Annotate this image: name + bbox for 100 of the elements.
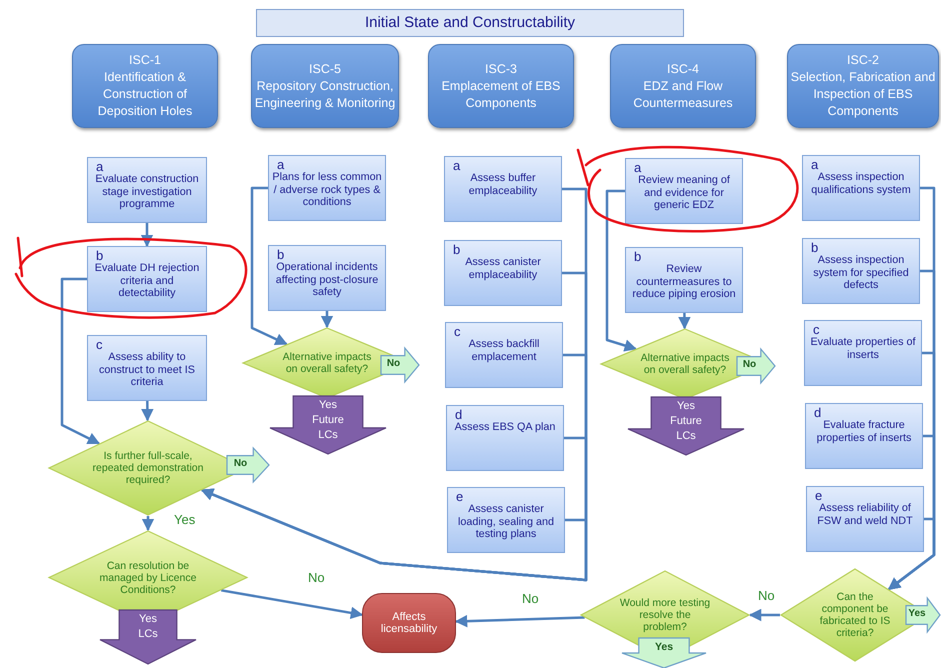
decision-text: Alternative impacts on overall safety?	[282, 351, 372, 375]
arrow-label: Yes Future LCs	[311, 398, 345, 443]
arrow	[678, 312, 691, 330]
arrow	[140, 223, 154, 248]
box-text: Assess EBS QA plan	[454, 421, 556, 434]
arrow	[142, 516, 154, 532]
decision-text: Is further full-scale, repeated demonstration required?	[92, 450, 204, 486]
header-text: ISC-2	[847, 52, 879, 69]
step-letter: d	[814, 405, 822, 420]
header-text: ISC-1	[129, 52, 161, 69]
process-box	[444, 240, 562, 306]
process-box	[268, 245, 386, 311]
step-letter: b	[811, 240, 818, 255]
step-letter: a	[277, 157, 284, 172]
arrow	[141, 400, 154, 422]
header-text: Repository Construction, Engineering & Monitoring	[254, 78, 396, 112]
outcome-tag	[628, 397, 744, 455]
box-text: Evaluate construction stage investigation programme	[94, 173, 200, 210]
process-box	[87, 335, 207, 401]
step-letter: b	[634, 249, 642, 264]
box-text: Assess backfill emplacement	[468, 338, 540, 363]
header-box	[428, 44, 574, 128]
box-text: Review countermeasures to reduce piping erosion	[631, 263, 737, 300]
arrow-label: No	[386, 358, 402, 369]
terminal-box	[362, 593, 456, 653]
process-box	[268, 155, 386, 221]
arrow	[606, 190, 637, 352]
box-text: Assess canister emplaceability	[464, 256, 542, 281]
arrow	[454, 614, 585, 628]
header-text: Emplacement of EBS Components	[440, 78, 562, 112]
box-text: Operational incidents affecting post-closure safety	[274, 261, 380, 298]
arrow-label: Yes	[654, 640, 674, 655]
process-box	[625, 247, 743, 313]
process-box	[87, 157, 207, 223]
box-text: Assess buffer emplaceability	[468, 172, 538, 197]
header-box	[251, 44, 399, 128]
step-letter: c	[813, 322, 820, 337]
step-letter: a	[811, 157, 818, 172]
box-text: Evaluate properties of inserts	[809, 336, 917, 361]
header-text: EDZ and Flow Countermeasures	[632, 78, 734, 112]
process-box	[802, 155, 920, 221]
step-letter: d	[455, 407, 462, 422]
arrow	[888, 518, 936, 590]
header-text: Identification & Construction of Deposition Holes	[96, 69, 194, 120]
step-letter: c	[96, 337, 102, 352]
arrow	[748, 608, 780, 622]
process-box	[802, 238, 920, 304]
process-box	[806, 486, 924, 552]
edge-label: No	[306, 570, 327, 585]
arrow-label: Yes	[907, 608, 927, 619]
arrow-label: No	[742, 359, 758, 370]
edge-label: No	[520, 591, 541, 606]
box-text: Assess ability to construct to meet IS criteria	[98, 351, 196, 388]
arrow-label: Yes LCs	[137, 612, 159, 642]
box-text: Assess reliability of FSW and weld NDT	[816, 502, 914, 527]
process-box	[444, 156, 562, 222]
step-letter: c	[454, 324, 460, 339]
arrow-label: Yes Future LCs	[669, 399, 703, 444]
outcome-tag	[100, 610, 196, 664]
outcome-tag	[226, 447, 270, 483]
box-text: Assess canister loading, sealing and testing plans	[456, 503, 556, 540]
header-text: ISC-5	[309, 60, 341, 78]
arrow-label: No	[232, 458, 248, 469]
outcome-tag	[736, 348, 776, 384]
outcome-tag	[905, 597, 941, 633]
decision-text: Can the component be fabricated to IS criteria?	[818, 591, 892, 639]
arrow	[60, 278, 100, 445]
box-text: Evaluate DH rejection criteria and detectability	[94, 262, 200, 300]
box-text: Evaluate fracture properties of inserts	[816, 419, 912, 444]
edge-label: No	[756, 588, 777, 603]
step-letter: e	[815, 488, 822, 503]
process-box	[804, 320, 922, 386]
step-letter: e	[456, 489, 464, 504]
header-box	[72, 44, 218, 128]
arrow	[200, 488, 588, 582]
header-text: Selection, Fabrication and Inspection of EBS Components	[790, 69, 936, 120]
process-box	[447, 487, 565, 553]
outcome-tag	[270, 396, 386, 454]
decision-text: Alternative impacts on overall safety?	[640, 352, 730, 376]
step-letter: a	[453, 158, 460, 173]
decision-text: Can resolution be managed by Licence Conditions?	[98, 560, 198, 596]
header-text: ISC-3	[485, 60, 517, 78]
outcome-tag	[380, 347, 420, 383]
header-text: ISC-4	[667, 60, 699, 78]
step-letter: b	[453, 242, 460, 257]
process-box	[445, 322, 563, 388]
arrow	[250, 186, 288, 346]
box-text: Assess inspection system for specified defects	[812, 254, 910, 292]
arrow	[320, 311, 334, 328]
step-letter: a	[96, 159, 104, 174]
box-text: Review meaning of and evidence for generic EDZ	[637, 174, 731, 212]
step-letter: a	[634, 160, 642, 175]
arrow	[220, 589, 364, 620]
process-box	[625, 158, 743, 224]
header-box	[610, 44, 756, 128]
box-text: Assess inspection qualifications system	[810, 171, 912, 196]
header-box	[787, 44, 939, 128]
edge-label: Yes	[172, 512, 198, 527]
step-letter: b	[96, 248, 104, 263]
box-text: Affects licensability	[380, 611, 438, 635]
